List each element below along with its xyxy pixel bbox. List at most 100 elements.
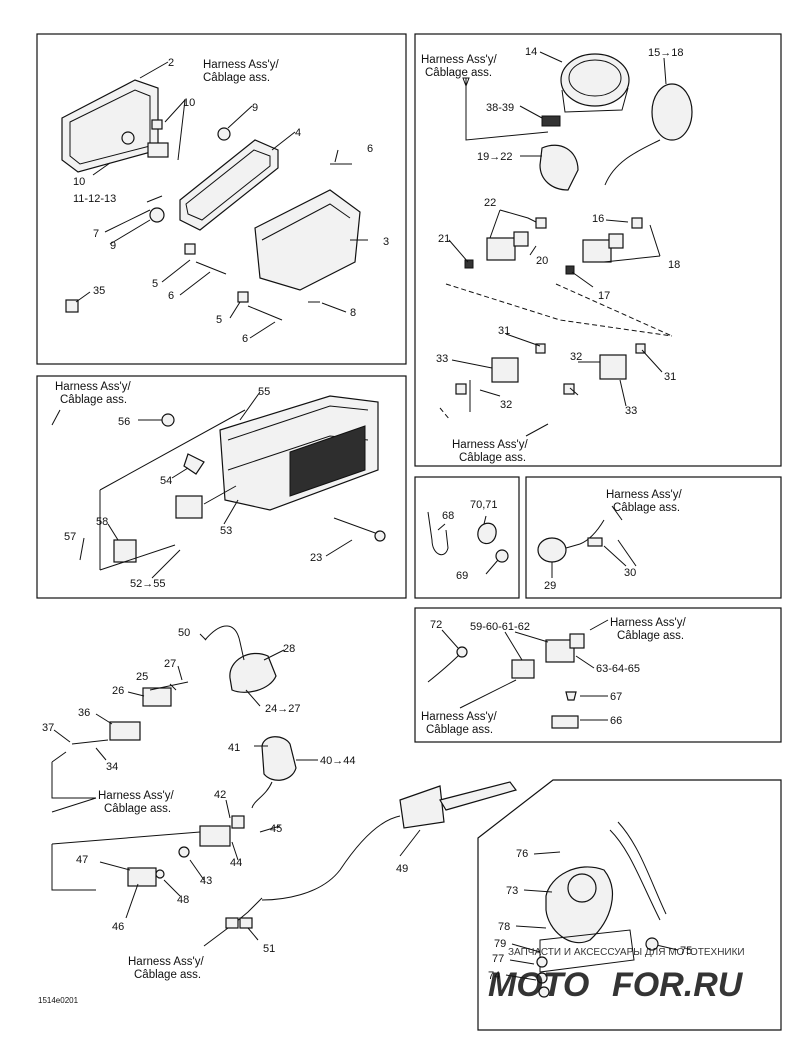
label-35: 35 [93, 285, 105, 297]
headlight-lens [61, 79, 159, 173]
label-36: 36 [78, 707, 90, 719]
label-5b: 5 [216, 314, 222, 326]
throttle-leaders [505, 851, 679, 998]
label-73: 73 [506, 885, 518, 897]
taillight-grille [289, 425, 366, 497]
harness-brackets [51, 751, 201, 891]
label-48: 48 [177, 894, 189, 906]
label-75: 75 [680, 945, 692, 957]
indicator-lamp [537, 505, 637, 578]
taillight-leaders [51, 391, 353, 579]
panel-sensor [414, 607, 782, 743]
label-28: 28 [283, 643, 295, 655]
panel-indicator [525, 476, 782, 599]
label-6a: 6 [367, 143, 373, 155]
label-33a: 33 [436, 353, 448, 365]
label-17: 17 [598, 290, 610, 302]
label-68: 68 [442, 510, 454, 522]
figure-code: 1514e0201 [38, 996, 79, 1005]
lower-left-leaders [53, 633, 421, 947]
label-20: 20 [536, 255, 548, 267]
label-33b: 33 [625, 405, 637, 417]
panel-throttle-housing [477, 779, 782, 1031]
harness-label-4b: Câblage ass. [60, 394, 127, 406]
gauge-dashed-routes [439, 283, 673, 421]
harness-label-1a: Harness Ass'y/ [203, 59, 279, 71]
label-38-39: 38-39 [486, 102, 514, 114]
watermark-logo: ЗАПЧАСТИ И АКСЕССУАРЫ ДЛЯ МОТОТЕХНИКИ MO… [488, 947, 745, 1004]
headlight-housing [254, 189, 361, 291]
label-54: 54 [160, 475, 172, 487]
cable-tie [427, 511, 509, 575]
label-56: 56 [118, 416, 130, 428]
watermark-brand-left: MOTO [488, 966, 589, 1004]
label-31b: 31 [664, 371, 676, 383]
harness-label-7b: Câblage ass. [426, 724, 493, 736]
brake-switch-parts [225, 897, 263, 929]
harness-label-6b: Câblage ass. [617, 630, 684, 642]
label-78: 78 [498, 921, 510, 933]
label-15-18: 15→18 [648, 47, 683, 59]
panel-gauges [414, 33, 782, 467]
harness-label-9b: Câblage ass. [134, 969, 201, 981]
label-26: 26 [112, 685, 124, 697]
label-22: 22 [484, 197, 496, 209]
label-9b: 9 [110, 240, 116, 252]
label-19-22: 19→22 [477, 151, 512, 163]
label-47: 47 [76, 854, 88, 866]
label-5a: 5 [152, 278, 158, 290]
label-44: 44 [230, 857, 242, 869]
gauge-connectors [455, 115, 646, 395]
harness-label-2a: Harness Ass'y/ [421, 54, 497, 66]
brake-master-cylinder [261, 781, 518, 901]
label-32b: 32 [500, 399, 512, 411]
harness-label-8b: Câblage ass. [104, 803, 171, 815]
gauge-arrows [462, 77, 549, 437]
label-16: 16 [592, 213, 604, 225]
label-30: 30 [624, 567, 636, 579]
label-6c: 6 [242, 333, 248, 345]
label-10b: 10 [73, 176, 85, 188]
label-3: 3 [383, 236, 389, 248]
label-42: 42 [214, 789, 226, 801]
headlight-leaders [75, 61, 368, 339]
label-18: 18 [668, 259, 680, 271]
label-7: 7 [93, 228, 99, 240]
label-74: 74 [488, 970, 500, 982]
harness-label-1b: Câblage ass. [203, 72, 270, 84]
label-55: 55 [258, 386, 270, 398]
harness-label-8a: Harness Ass'y/ [98, 790, 174, 802]
label-77: 77 [492, 953, 504, 965]
label-14: 14 [525, 46, 537, 58]
watermark-subtitle: ЗАПЧАСТИ И АКСЕССУАРЫ ДЛЯ МОТОТЕХНИКИ [508, 947, 745, 958]
label-57: 57 [64, 531, 76, 543]
sensor-leaders [441, 619, 609, 721]
label-45: 45 [270, 823, 282, 835]
label-52-55: 52→55 [130, 578, 165, 590]
label-58: 58 [96, 516, 108, 528]
label-25: 25 [136, 671, 148, 683]
harness-label-4a: Harness Ass'y/ [55, 381, 131, 393]
label-8: 8 [350, 307, 356, 319]
label-23: 23 [310, 552, 322, 564]
label-34: 34 [106, 761, 118, 773]
harness-label-6a: Harness Ass'y/ [610, 617, 686, 629]
label-51: 51 [263, 943, 275, 955]
label-4: 4 [295, 127, 301, 139]
label-50: 50 [178, 627, 190, 639]
taillight-small-parts [113, 413, 386, 563]
harness-label-5a: Harness Ass'y/ [606, 489, 682, 501]
label-11-13: 11-12-13 [73, 193, 116, 205]
label-29: 29 [544, 580, 556, 592]
label-63-65: 63-64-65 [596, 663, 640, 675]
panel-ties [414, 476, 520, 599]
label-9a: 9 [252, 102, 258, 114]
taillight-outline-box [99, 409, 246, 571]
label-43: 43 [200, 875, 212, 887]
harness-label-9a: Harness Ass'y/ [128, 956, 204, 968]
label-40-44: 40→44 [320, 755, 355, 767]
label-67: 67 [610, 691, 622, 703]
connector-groups [71, 681, 245, 887]
watermark-brand-right: FOR.RU [612, 966, 744, 1004]
